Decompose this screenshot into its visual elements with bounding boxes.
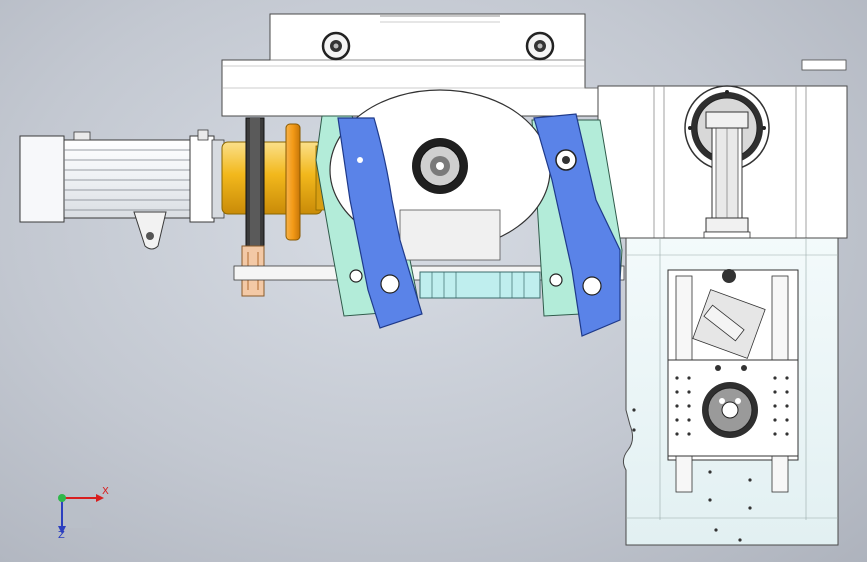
blue-link-left[interactable] (337, 117, 423, 329)
right-frame-upper[interactable] (597, 85, 848, 241)
axis-x-label: X (102, 486, 109, 497)
mount-bolt-icon (525, 31, 555, 61)
drive-shaft[interactable] (221, 117, 337, 297)
tie-rod[interactable] (233, 265, 625, 299)
right-frame-lower[interactable] (622, 237, 839, 546)
servo-motor[interactable] (19, 129, 225, 250)
pivot-bolt-icon (555, 149, 577, 171)
mount-bolt-icon (321, 31, 351, 61)
coordinate-triad-icon (58, 494, 104, 534)
blue-link-right[interactable] (533, 113, 621, 337)
axis-z-label: Z (58, 530, 65, 541)
